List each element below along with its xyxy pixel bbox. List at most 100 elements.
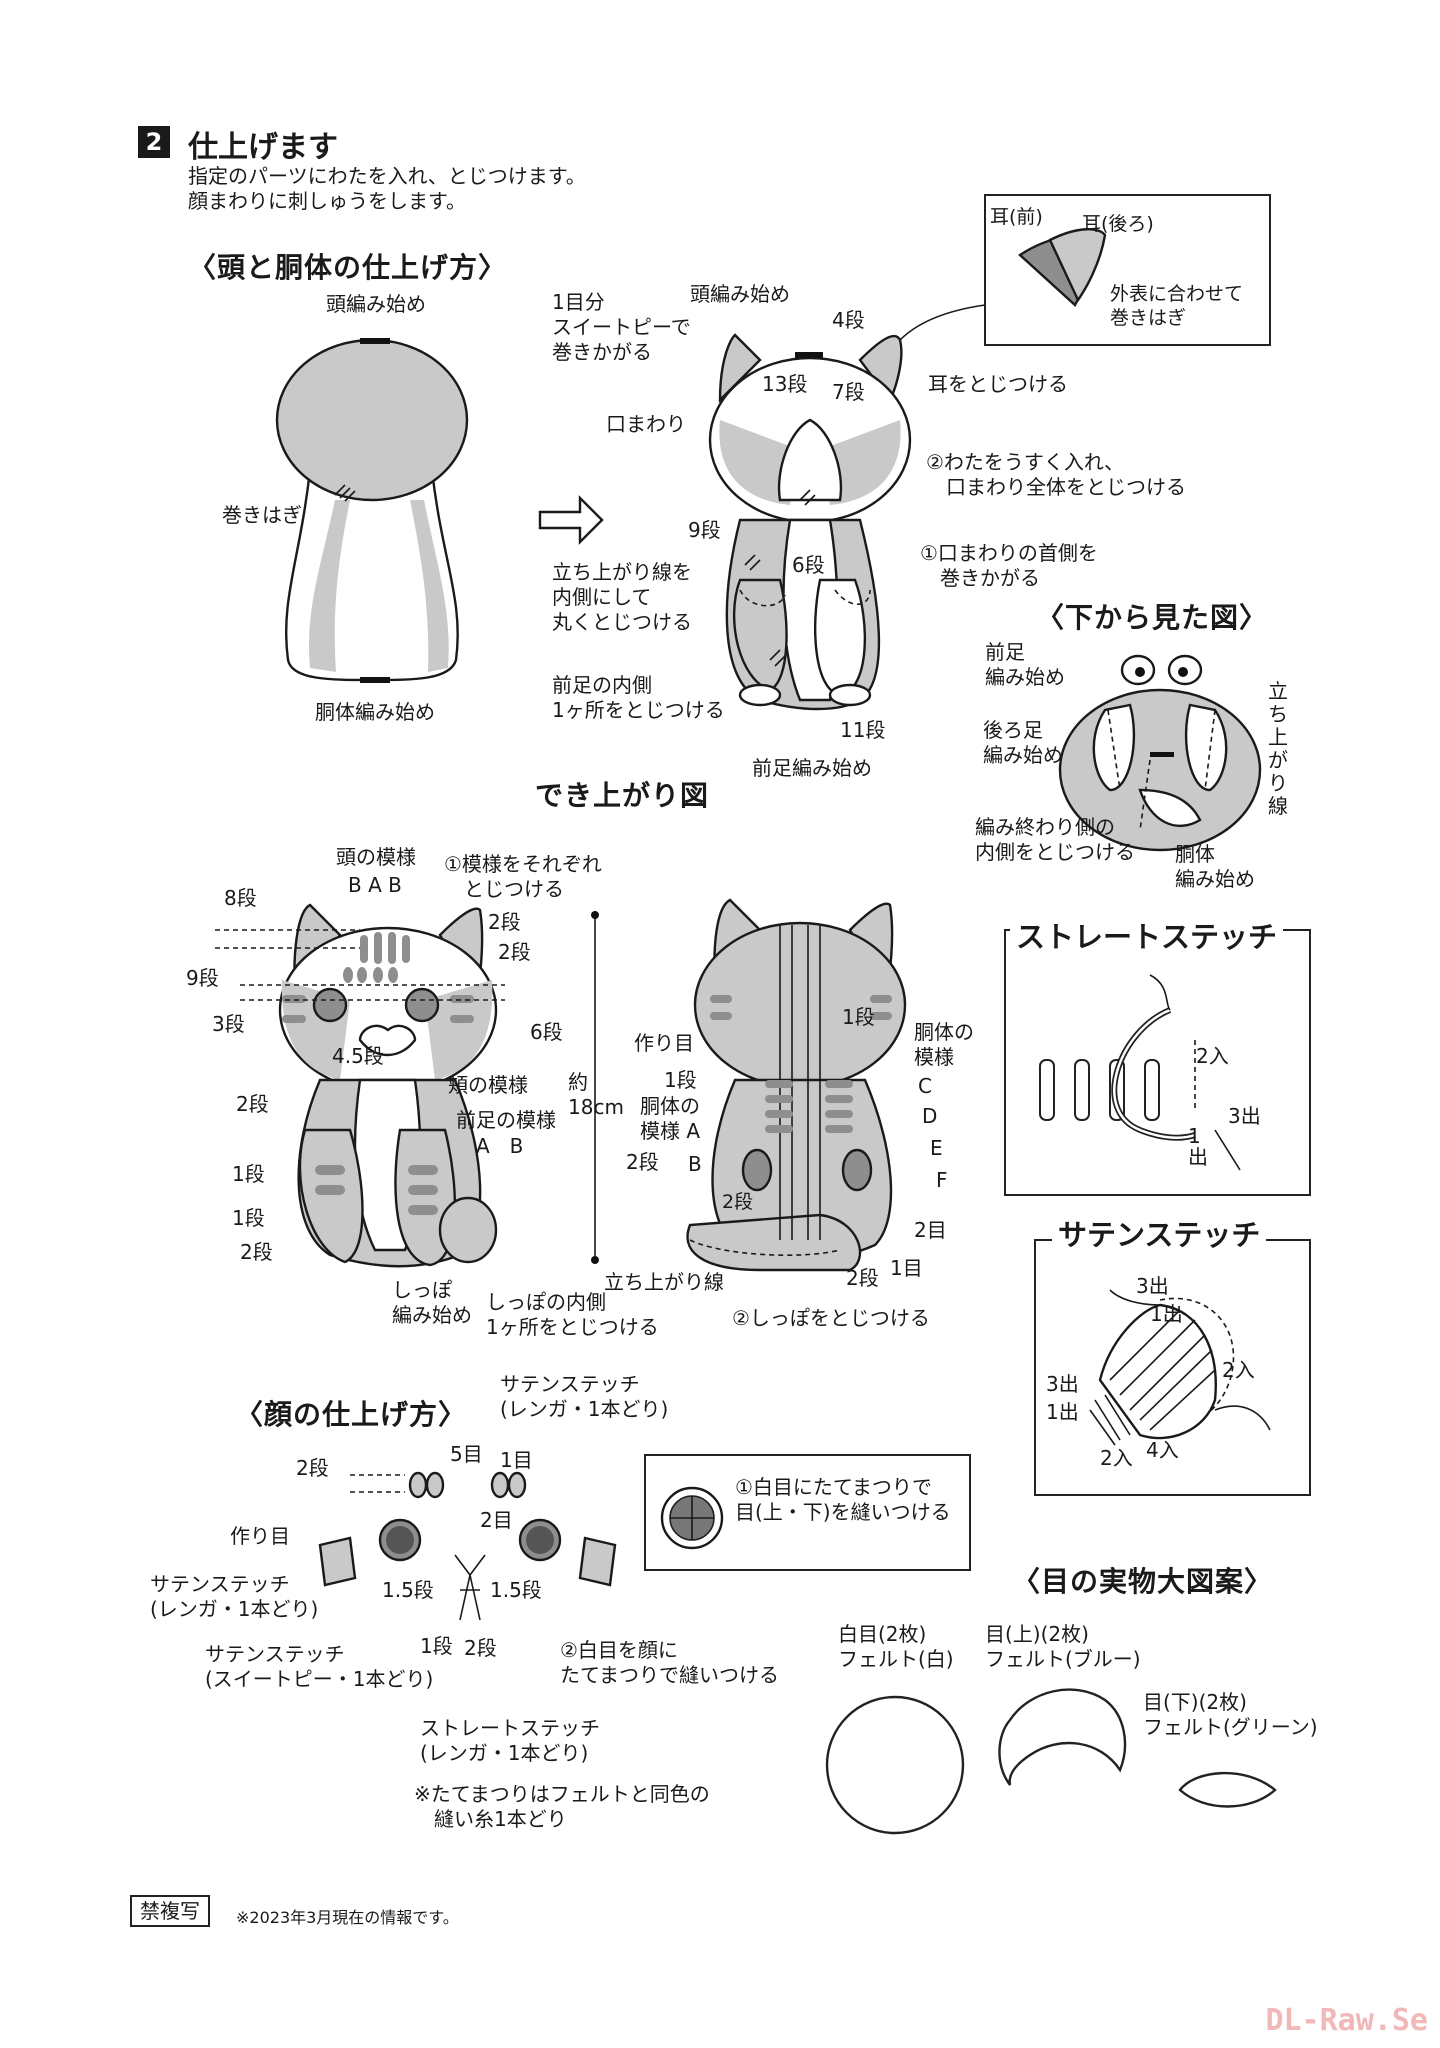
label-sat-in2: 2入 bbox=[1222, 1358, 1255, 1382]
eye-pattern-figure bbox=[825, 1688, 1277, 1835]
label-back-2dan2: 2段 bbox=[722, 1191, 754, 1213]
label-ss-in2: 2入 bbox=[1196, 1044, 1229, 1068]
label-body-start: 胴体編み始め bbox=[315, 700, 435, 724]
label-ear-note: 外表に合わせて 巻きはぎ bbox=[1110, 283, 1244, 329]
label-face-2me: 2目 bbox=[480, 1508, 513, 1532]
label-face-row2: 2段 bbox=[296, 1456, 329, 1480]
step-description-2: 顔まわりに刺しゅうをします。 bbox=[188, 189, 466, 213]
label-ear-front: 耳(前) bbox=[990, 206, 1043, 228]
label-step1-neck: ①口まわりの首側を 巻きかがる bbox=[920, 541, 1098, 590]
label-pattern-attach: ①模様をそれぞれ とじつける bbox=[444, 852, 602, 901]
label-head-start: 頭編み始め bbox=[326, 292, 426, 316]
label-f-row9: 9段 bbox=[186, 966, 219, 990]
label-white-eye: 白目(2枚) フェルト(白) bbox=[838, 1622, 954, 1671]
finished-back-figure bbox=[686, 898, 907, 1272]
label-face-2dan: 2段 bbox=[464, 1636, 497, 1660]
label-f-stand-line: 立ち上がり線 bbox=[604, 1270, 724, 1294]
step-title: 仕上げます bbox=[188, 130, 338, 165]
label-f-row1a: 1段 bbox=[232, 1162, 265, 1186]
label-ear-back: 耳(後ろ) bbox=[1082, 213, 1154, 235]
label-bv-stand: 立ち上がり線 bbox=[1268, 679, 1288, 818]
arrow-icon bbox=[538, 495, 604, 545]
label-satin-renga-left: サテンステッチ (レンガ・1本どり) bbox=[150, 1572, 319, 1621]
ear-figure bbox=[1018, 228, 1107, 307]
ear-box bbox=[984, 194, 1271, 346]
label-row7: 7段 bbox=[832, 380, 865, 404]
label-foreleg-pattern: 前足の模様 bbox=[456, 1108, 556, 1132]
label-step2-wata: ②わたをうすく入れ、 口まわり全体をとじつける bbox=[926, 450, 1186, 499]
label-sweetpea: 1目分 スイートピーで 巻きかがる bbox=[552, 290, 691, 364]
label-back-2dan: 2段 bbox=[626, 1150, 659, 1174]
label-tail-attach: ②しっぽをとじつける bbox=[732, 1306, 930, 1330]
bottom-view-figure bbox=[1058, 654, 1262, 852]
label-lower-eye: 目(下)(2枚) フェルト(グリーン) bbox=[1143, 1690, 1318, 1739]
label-sat-in2b: 2入 bbox=[1100, 1446, 1133, 1470]
head-body-section-title: 〈頭と胴体の仕上げ方〉 bbox=[188, 251, 508, 284]
label-sat-out1: 1出 bbox=[1150, 1302, 1183, 1326]
label-back-tsukurime: 作り目 bbox=[634, 1031, 694, 1055]
finished-front-figure bbox=[215, 903, 599, 1268]
label-sat-in4: 4入 bbox=[1146, 1438, 1179, 1462]
label-BAB: B A B bbox=[348, 873, 402, 897]
label-upper-eye: 目(上)(2枚) フェルト(ブルー) bbox=[985, 1622, 1141, 1671]
label-f-row2b: 2段 bbox=[498, 940, 531, 964]
head-body-pieces-figure bbox=[275, 338, 469, 683]
assembled-cat-figure bbox=[708, 333, 912, 711]
label-bv-foreleg-start: 前足 編み始め bbox=[985, 640, 1065, 689]
label-back-1dan: 1段 bbox=[842, 1005, 875, 1029]
label-f-row6: 6段 bbox=[530, 1020, 563, 1044]
label-f-row3: 3段 bbox=[212, 1012, 245, 1036]
label-face-tsukurime: 作り目 bbox=[230, 1524, 290, 1548]
label-face-note: ※たてまつりはフェルトと同色の 縫い糸1本どり bbox=[414, 1782, 710, 1831]
label-f-row2a: 2段 bbox=[488, 910, 521, 934]
label-body-pattern: 胴体の 模様 bbox=[914, 1020, 974, 1069]
info-date-note: ※2023年3月現在の情報です。 bbox=[236, 1908, 459, 1927]
label-head-pattern: 頭の模様 bbox=[336, 845, 416, 869]
face-assembly-figure bbox=[318, 1471, 617, 1621]
label-f-row45: 4.5段 bbox=[332, 1044, 384, 1068]
step-number: 2 bbox=[138, 126, 170, 158]
label-head-start-right: 頭編み始め bbox=[690, 282, 790, 306]
upper-eye-shape bbox=[998, 1688, 1127, 1786]
label-row13: 13段 bbox=[762, 372, 808, 396]
label-ear-attach: 耳をとじつける bbox=[928, 372, 1068, 396]
label-back-1dan2: 1段 bbox=[664, 1068, 697, 1092]
label-eye-box: ①白目にたてまつりで 目(上・下)を縫いつける bbox=[735, 1475, 951, 1524]
label-bv-body-start: 胴体 編み始め bbox=[1175, 842, 1255, 891]
label-bv-hindleg-start: 後ろ足 編み始め bbox=[983, 718, 1063, 767]
label-white-eye-attach: ②白目を顔に たてまつりで縫いつける bbox=[560, 1638, 779, 1687]
label-makihagi: 巻きはぎ bbox=[222, 503, 302, 527]
label-satin-sweetpea: サテンステッチ (スイートピー・1本どり) bbox=[205, 1642, 434, 1691]
straight-stitch-figure bbox=[1039, 974, 1241, 1171]
label-back-2me: 2目 bbox=[914, 1218, 947, 1242]
label-cheek: 頬の模様 bbox=[448, 1073, 528, 1097]
label-f-row2c: 2段 bbox=[236, 1092, 269, 1116]
satin-stitch-figure bbox=[1089, 1289, 1271, 1446]
label-back-F: F bbox=[936, 1168, 948, 1192]
label-face-5me: 5目 bbox=[450, 1442, 483, 1466]
label-tail-start: しっぽ 編み始め bbox=[392, 1278, 472, 1327]
label-face-1me: 1目 bbox=[500, 1448, 533, 1472]
no-copy-badge: 禁複写 bbox=[130, 1895, 210, 1927]
label-face-15b: 1.5段 bbox=[490, 1578, 542, 1602]
lower-eye-shape bbox=[1178, 1771, 1277, 1808]
label-body-pattern-a: 胴体の 模様 A bbox=[640, 1094, 701, 1143]
label-bv-end-inner: 編み終わり側の 内側をとじつける bbox=[975, 815, 1135, 864]
label-AB: A B bbox=[476, 1134, 524, 1158]
label-sat-out3b: 3出 bbox=[1046, 1372, 1079, 1396]
label-sat-out3: 3出 bbox=[1136, 1274, 1169, 1298]
step-description-1: 指定のパーツにわたを入れ、とじつけます。 bbox=[188, 164, 586, 188]
label-ss-out3: 3出 bbox=[1228, 1104, 1261, 1128]
label-tail-inner: しっぽの内側 1ヶ所をとじつける bbox=[486, 1290, 659, 1339]
label-face-15a: 1.5段 bbox=[382, 1578, 434, 1602]
face-section-title: 〈顔の仕上げ方〉 bbox=[235, 1398, 468, 1431]
eye-stitch-figure bbox=[660, 1486, 724, 1550]
label-face-1dan: 1段 bbox=[420, 1634, 453, 1658]
label-foreleg-inner: 前足の内側 1ヶ所をとじつける bbox=[552, 673, 725, 722]
label-foreleg-start: 前足編み始め bbox=[752, 756, 872, 780]
label-back-E: E bbox=[930, 1136, 943, 1160]
label-row11: 11段 bbox=[840, 718, 886, 742]
label-row9: 9段 bbox=[688, 518, 721, 542]
label-sat-out1b: 1出 bbox=[1046, 1400, 1079, 1424]
